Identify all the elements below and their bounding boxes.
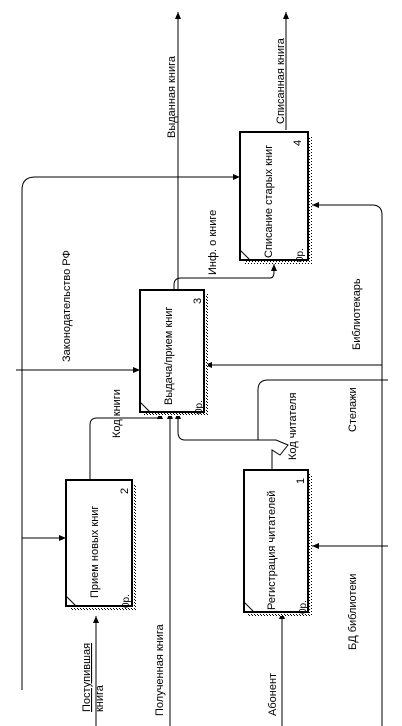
block-4[interactable]: Списание старых книг 4 0р. xyxy=(239,131,312,264)
block-3-cost: 0р. xyxy=(194,400,205,414)
block-1-title: Регистрация читателей xyxy=(266,491,278,610)
block-2-number: 2 xyxy=(119,488,131,494)
librarian-arrow xyxy=(312,202,383,726)
reader-code-arrow xyxy=(175,412,289,470)
block-4-number: 4 xyxy=(292,140,304,146)
block-2-title: Прием новых книг xyxy=(89,506,101,598)
shelves-label: Стелажи xyxy=(347,387,359,432)
block-4-cost: 0р. xyxy=(295,248,306,262)
block-2[interactable]: Прием новых книг 2 0р. xyxy=(65,479,136,610)
received-book-label: Полученная книга xyxy=(154,623,166,716)
incoming-book-label-1: Поступившая xyxy=(81,643,93,712)
written-off-book-label: Списанная книга xyxy=(275,37,287,124)
shelves-arrow xyxy=(257,379,388,440)
librarian-label: Библиотекарь xyxy=(351,278,363,350)
book-code-label: Код книги xyxy=(111,389,123,438)
block-1-number: 1 xyxy=(295,478,307,484)
library-db-label: БД библиотеки xyxy=(347,574,359,650)
block-1[interactable]: Регистрация читателей 1 0р. xyxy=(243,469,312,616)
issued-book-label: Выданная книга xyxy=(166,55,178,138)
reader-code-label: Код читателя xyxy=(287,392,299,460)
block-3-number: 3 xyxy=(192,298,204,304)
book-code-arrow xyxy=(89,412,163,480)
book-info-label: Инф. о книге xyxy=(207,210,219,275)
block-2-cost: 0р. xyxy=(121,594,132,608)
law-arrow-main xyxy=(21,176,240,690)
block-4-title: Списание старых книг xyxy=(263,145,275,258)
block-1-cost: 0р. xyxy=(298,600,309,614)
book-info-arrow xyxy=(173,264,277,290)
block-3-title: Выдача/прием книг xyxy=(163,307,175,405)
subscriber-label: Абонент xyxy=(267,673,279,716)
block-3[interactable]: Выдача/прием книг 3 0р. xyxy=(139,289,208,416)
law-label: Законодательство РФ xyxy=(61,250,73,362)
incoming-book-label-2: книга xyxy=(94,684,106,712)
